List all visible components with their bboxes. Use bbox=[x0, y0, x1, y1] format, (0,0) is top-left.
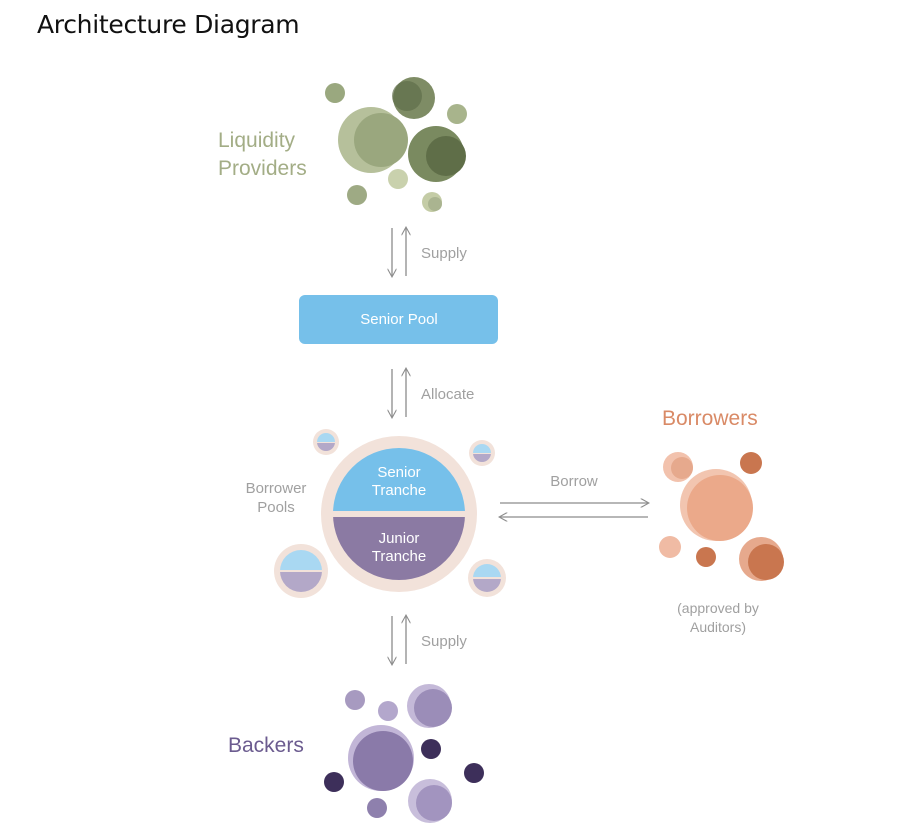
backer-bubble bbox=[464, 763, 484, 783]
senior-pool-box bbox=[299, 295, 498, 344]
backer-bubble bbox=[345, 690, 365, 710]
liquidity-providers-cluster bbox=[325, 77, 467, 212]
borrower-bubble bbox=[696, 547, 716, 567]
lp-bubble bbox=[354, 113, 408, 167]
supply-top-label: Supply bbox=[421, 245, 467, 262]
backer-bubble bbox=[378, 701, 398, 721]
backer-bubble bbox=[414, 689, 452, 727]
lp-bubble bbox=[388, 169, 408, 189]
borrow-arrows bbox=[500, 503, 648, 517]
lp-bubble bbox=[347, 185, 367, 205]
borrower-bubble bbox=[740, 452, 762, 474]
lp-bubble bbox=[392, 81, 422, 111]
borrower-pool-main bbox=[321, 436, 477, 592]
backer-bubble bbox=[421, 739, 441, 759]
liquidity-providers-label: Liquidity bbox=[218, 129, 296, 152]
allocate-label: Allocate bbox=[421, 386, 474, 403]
backer-bubble bbox=[416, 785, 452, 821]
junior-tranche-label: Junior bbox=[379, 530, 420, 547]
borrow-label: Borrow bbox=[550, 473, 598, 490]
borrowers-label: Borrowers bbox=[662, 407, 758, 430]
page-title: Architecture Diagram bbox=[37, 10, 300, 39]
satellite-pool bbox=[469, 440, 495, 466]
satellite-pool bbox=[313, 429, 339, 455]
approved-by-auditors-label: Auditors) bbox=[690, 619, 746, 635]
lp-bubble bbox=[426, 136, 466, 176]
borrower-pools-label: Borrower bbox=[246, 480, 307, 497]
backers-cluster bbox=[324, 684, 484, 823]
backer-bubble bbox=[353, 731, 413, 791]
senior-tranche-label: Tranche bbox=[372, 482, 426, 499]
lp-bubble bbox=[428, 197, 442, 211]
senior-pool-label: Senior Pool bbox=[360, 311, 438, 328]
allocate-arrows bbox=[392, 369, 406, 417]
liquidity-providers-label: Providers bbox=[218, 157, 307, 180]
borrower-bubble bbox=[748, 544, 784, 580]
borrower-bubble bbox=[671, 457, 693, 479]
borrower-bubble bbox=[687, 475, 753, 541]
tranche-divider bbox=[333, 511, 465, 517]
borrowers-cluster bbox=[659, 452, 784, 581]
backer-bubble bbox=[324, 772, 344, 792]
junior-tranche-label: Tranche bbox=[372, 548, 426, 565]
supply-top-arrows bbox=[392, 228, 406, 276]
borrower-bubble bbox=[659, 536, 681, 558]
supply-bottom-label: Supply bbox=[421, 633, 467, 650]
senior-tranche-label: Senior bbox=[377, 464, 420, 481]
satellite-pool bbox=[274, 544, 328, 598]
lp-bubble bbox=[325, 83, 345, 103]
lp-bubble bbox=[447, 104, 467, 124]
approved-by-auditors-label: (approved by bbox=[677, 600, 759, 616]
satellite-pool bbox=[468, 559, 506, 597]
backer-bubble bbox=[367, 798, 387, 818]
supply-bottom-arrows bbox=[392, 616, 406, 664]
borrower-pools-label: Pools bbox=[257, 499, 295, 516]
backers-label: Backers bbox=[228, 734, 304, 757]
